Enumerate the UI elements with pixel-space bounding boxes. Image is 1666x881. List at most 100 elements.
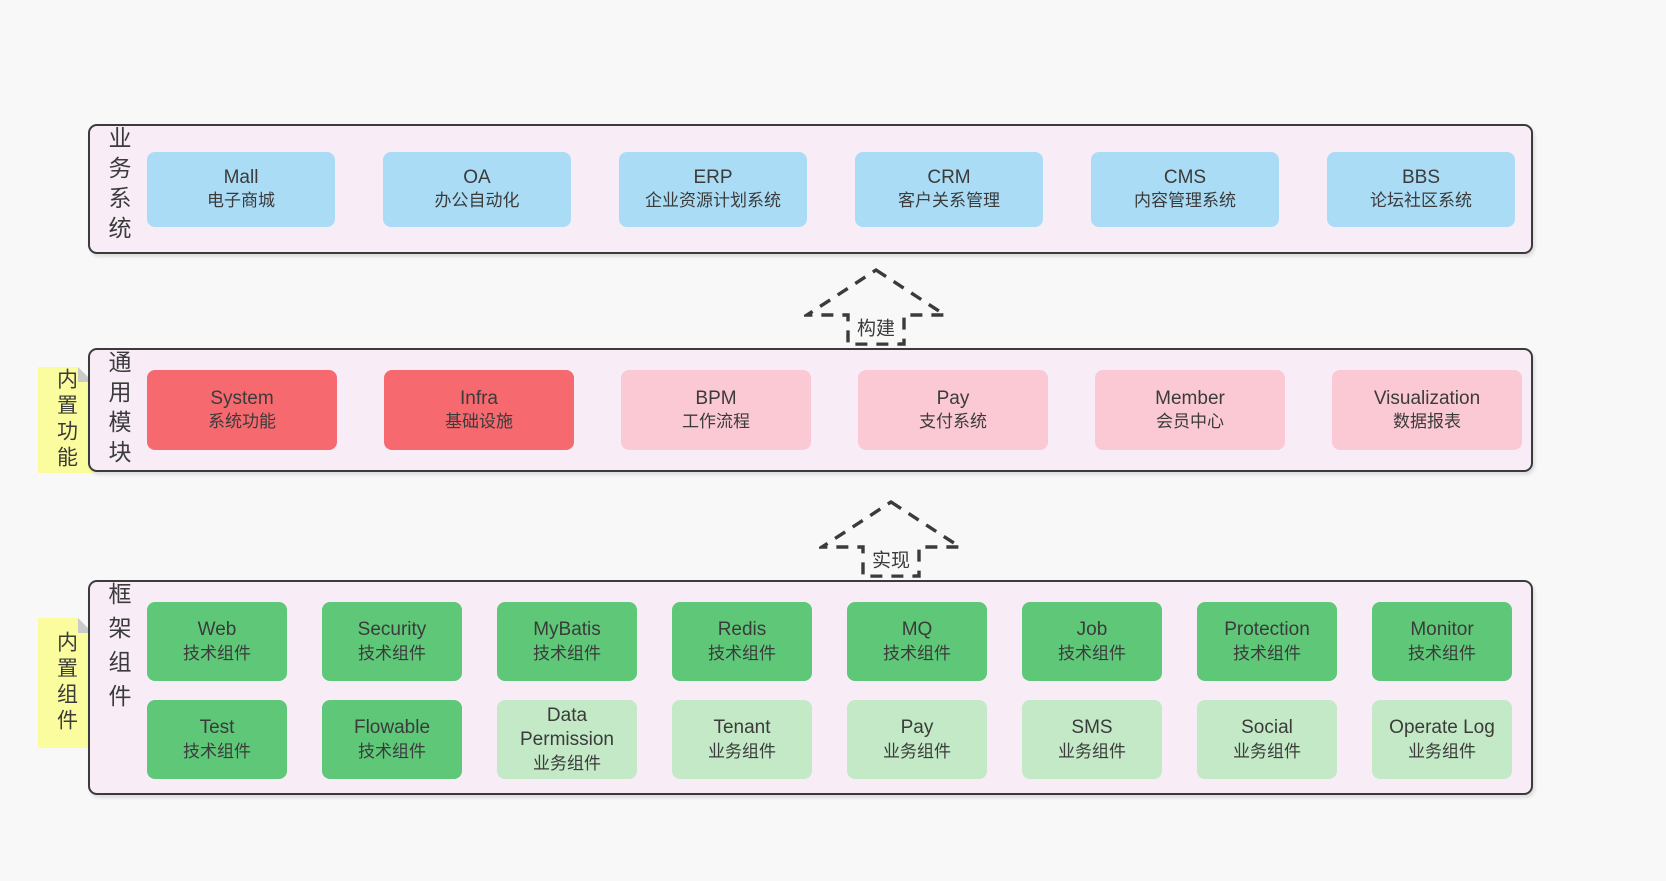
box-subtitle: 工作流程 bbox=[682, 412, 750, 432]
box-title: Web bbox=[197, 619, 237, 641]
box-subtitle: 基础设施 bbox=[445, 412, 513, 432]
build-arrow: 构建 bbox=[804, 267, 948, 347]
implement-arrow: 实现 bbox=[819, 499, 963, 579]
box-subtitle: 业务组件 bbox=[883, 741, 951, 761]
bpm-box: BPM 工作流程 bbox=[621, 370, 811, 450]
box-subtitle: 技术组件 bbox=[183, 643, 251, 663]
box-subtitle: 技术组件 bbox=[1233, 643, 1301, 663]
box-subtitle: 技术组件 bbox=[183, 741, 251, 761]
box-title: Mall bbox=[223, 166, 259, 188]
box-title: System bbox=[210, 387, 274, 409]
cms-box: CMS 内容管理系统 bbox=[1091, 151, 1279, 227]
sticky-note-builtin-components: 内置组件 bbox=[38, 618, 93, 748]
box-title: Protection bbox=[1224, 619, 1310, 641]
box-subtitle: 技术组件 bbox=[1408, 643, 1476, 663]
pay-box: Pay 支付系统 bbox=[858, 370, 1048, 450]
box-subtitle: 内容管理系统 bbox=[1134, 191, 1236, 211]
box-title: MyBatis bbox=[533, 619, 601, 641]
box-subtitle: 论坛社区系统 bbox=[1370, 191, 1472, 211]
box-title: OA bbox=[463, 166, 491, 188]
implement-arrow-label: 实现 bbox=[867, 543, 915, 575]
box-subtitle: 技术组件 bbox=[358, 741, 426, 761]
panel-label-business-systems: 业务系统 bbox=[105, 126, 131, 246]
box-title: Member bbox=[1155, 387, 1225, 409]
box-title: Visualization bbox=[1373, 387, 1481, 409]
box-subtitle: 技术组件 bbox=[1058, 643, 1126, 663]
oa-box: OA 办公自动化 bbox=[383, 151, 571, 227]
box-title: Flowable bbox=[353, 717, 431, 739]
box-title: Pay bbox=[936, 387, 970, 409]
common-modules-boxes: System 系统功能 Infra 基础设施 BPM 工作流程 Pay 支付系统 Member 会… bbox=[147, 350, 1522, 470]
sticky-note-builtin-features: 内置功能 bbox=[38, 367, 93, 473]
box-title: MQ bbox=[901, 619, 933, 641]
box-title: Tenant bbox=[713, 717, 771, 739]
box-subtitle: 会员中心 bbox=[1156, 412, 1224, 432]
box-title: ERP bbox=[693, 166, 733, 188]
box-title: Pay bbox=[900, 717, 934, 739]
visualization-box: Visualization 数据报表 bbox=[1332, 370, 1522, 450]
box-title: CMS bbox=[1163, 166, 1207, 188]
panel-label-common-modules: 通用模块 bbox=[105, 350, 131, 470]
mall-box: Mall 电子商城 bbox=[147, 151, 335, 227]
build-arrow-label: 构建 bbox=[852, 311, 900, 343]
business-systems-panel: 业务系统 Mall 电子商城 OA 办公自动化 ERP 企业资源计划系统 CRM 客户关系管理… bbox=[88, 124, 1533, 254]
box-subtitle: 技术组件 bbox=[883, 643, 951, 663]
box-subtitle: 技术组件 bbox=[708, 643, 776, 663]
erp-box: ERP 企业资源计划系统 bbox=[619, 151, 807, 227]
box-subtitle: 业务组件 bbox=[1233, 741, 1301, 761]
box-title: BBS bbox=[1401, 166, 1441, 188]
box-subtitle: 电子商城 bbox=[207, 191, 275, 211]
infra-box: Infra 基础设施 bbox=[384, 370, 574, 450]
box-title: SMS bbox=[1071, 717, 1113, 739]
dashed-up-arrow-icon bbox=[819, 499, 963, 578]
box-subtitle: 企业资源计划系统 bbox=[645, 191, 781, 211]
panel-label-framework-components: 框架组件 bbox=[105, 582, 131, 718]
box-title: Job bbox=[1076, 619, 1108, 641]
box-title: CRM bbox=[927, 166, 971, 188]
box-subtitle: 支付系统 bbox=[919, 412, 987, 432]
sticky-note-label: 内置功能 bbox=[54, 368, 78, 472]
data-permission-box: Data Permission 业务组件 bbox=[497, 700, 637, 779]
member-box: Member 会员中心 bbox=[1095, 370, 1285, 450]
box-subtitle: 技术组件 bbox=[533, 643, 601, 663]
crm-box: CRM 客户关系管理 bbox=[855, 151, 1043, 227]
box-title: Social bbox=[1241, 717, 1293, 739]
bbs-box: BBS 论坛社区系统 bbox=[1327, 151, 1515, 227]
box-subtitle: 系统功能 bbox=[208, 412, 276, 432]
box-title: Infra bbox=[459, 387, 499, 409]
box-subtitle: 客户关系管理 bbox=[898, 191, 1000, 211]
common-modules-panel: 通用模块 System 系统功能 Infra 基础设施 BPM 工作流程 Pay 支付系统 Me… bbox=[88, 348, 1533, 472]
box-title: Operate Log bbox=[1389, 717, 1495, 739]
box-subtitle: 业务组件 bbox=[1058, 741, 1126, 761]
box-title: Security bbox=[357, 619, 427, 641]
sticky-note-label: 内置组件 bbox=[54, 631, 78, 735]
box-subtitle: 业务组件 bbox=[533, 754, 601, 774]
box-title: Redis bbox=[717, 619, 767, 641]
box-subtitle: 办公自动化 bbox=[434, 191, 520, 211]
box-title: BPM bbox=[695, 387, 737, 409]
dashed-up-arrow-icon bbox=[804, 267, 948, 346]
box-subtitle: 数据报表 bbox=[1393, 412, 1461, 432]
box-subtitle: 业务组件 bbox=[1408, 741, 1476, 761]
box-title: Data Permission bbox=[520, 704, 614, 751]
box-title: Monitor bbox=[1410, 619, 1474, 641]
